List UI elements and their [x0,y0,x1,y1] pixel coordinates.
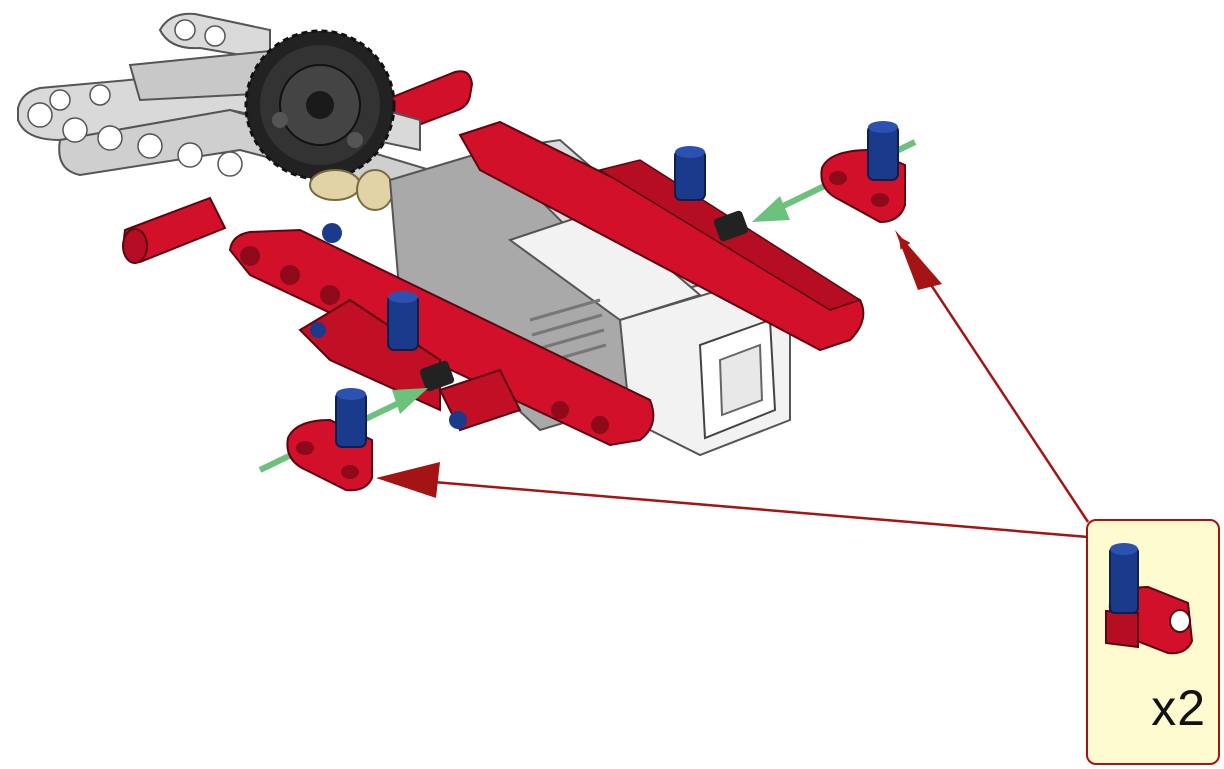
tan-bevel-gears [310,170,393,210]
quantity-label: x2 [1151,679,1206,737]
black-gear [246,31,394,179]
loose-connector-right [821,121,905,222]
loose-connector-left [287,388,372,490]
blue-pin-frame-1 [675,146,705,200]
parts-callout-box: x2 [1086,519,1220,765]
left-red-axle [123,198,225,263]
blue-pin-frame-3 [322,223,342,243]
blue-pin-frame-2 [388,291,418,350]
axle-pin-connector-icon [1106,543,1192,653]
